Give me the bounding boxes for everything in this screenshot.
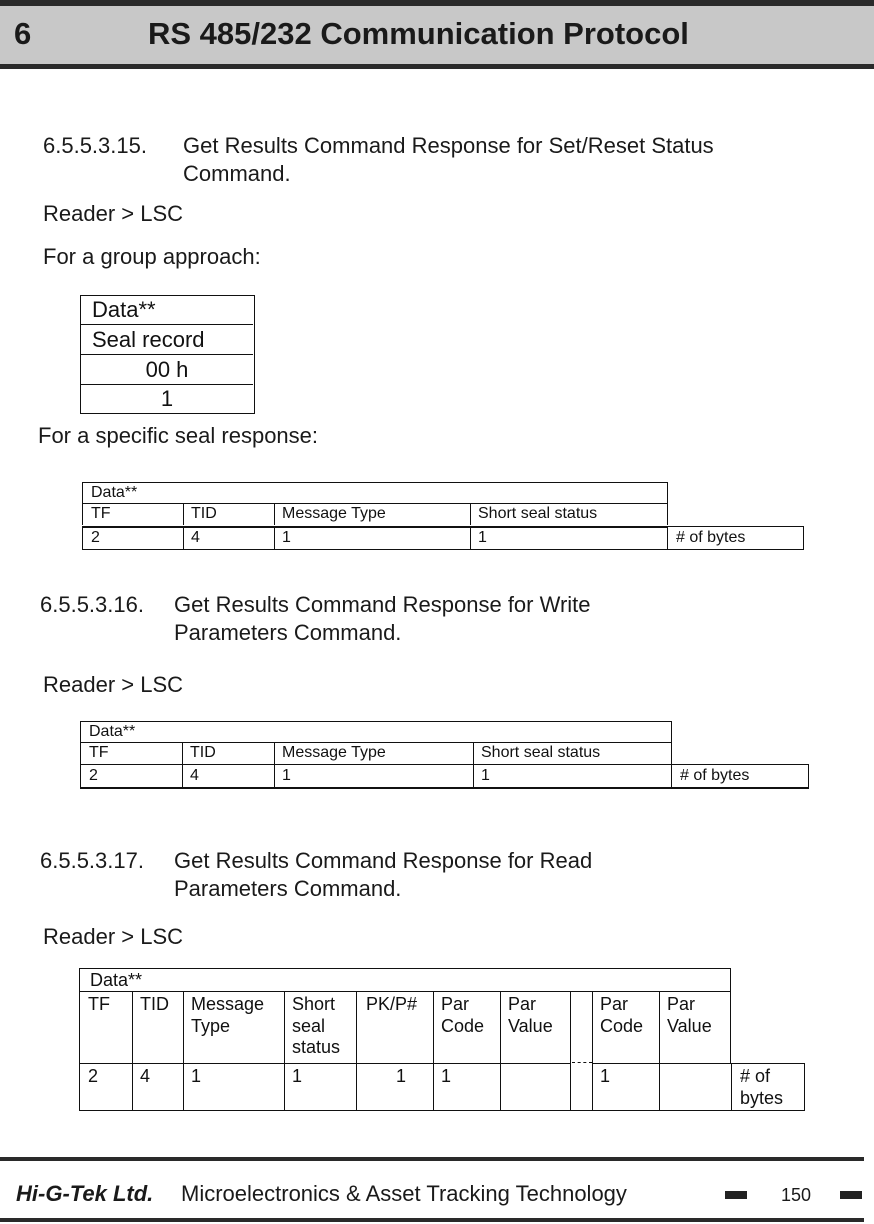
page-header — [0, 6, 874, 66]
bytes-label-cell: # of bytes — [667, 526, 804, 550]
column-header: TID — [183, 503, 275, 525]
value-cell: 1 — [284, 1063, 357, 1111]
value-cell: 1 — [470, 526, 668, 550]
value-cell — [659, 1063, 732, 1111]
column-header — [570, 991, 593, 1063]
column-header: TF — [79, 991, 133, 1063]
section-title-line1: Get Results Command Response for Set/Res… — [183, 133, 714, 158]
direction-label: Reader > LSC — [43, 201, 184, 226]
group-approach-label: For a group approach: — [43, 244, 261, 269]
column-header: TID — [182, 742, 275, 764]
value-cell: 2 — [80, 764, 183, 789]
direction-label: Reader > LSC — [43, 924, 184, 949]
value-cell: 2 — [79, 1063, 133, 1111]
group-table-cell: Data** — [81, 296, 253, 325]
value-cell: 1 — [433, 1063, 501, 1111]
column-header: Message Type — [183, 991, 285, 1063]
column-header: Par Code — [592, 991, 660, 1063]
value-cell: 1 — [183, 1063, 285, 1111]
chapter-number: 6 — [14, 16, 32, 51]
specific-seal-table: Data** TF TID Message Type Short seal st… — [82, 482, 804, 550]
chapter-title: RS 485/232 Communication Protocol — [148, 16, 689, 51]
column-header: TF — [80, 742, 183, 764]
footer-dash-right — [840, 1191, 862, 1199]
direction-label: Reader > LSC — [43, 672, 184, 697]
column-header: Message Type — [274, 742, 474, 764]
header-bottom-rule — [0, 64, 874, 69]
table-header-cell: Data** — [80, 721, 672, 743]
bytes-label-cell: # of bytes — [731, 1063, 805, 1111]
column-header: Short seal status — [284, 991, 357, 1063]
value-cell: 1 — [473, 764, 672, 789]
column-header: Par Code — [433, 991, 501, 1063]
table-header-cell: Data** — [82, 482, 668, 504]
section-title-line1: Get Results Command Response for Read — [174, 848, 593, 873]
gap-separator — [572, 1062, 592, 1063]
page-number: 150 — [781, 1185, 812, 1205]
column-header: PK/P# — [356, 991, 434, 1063]
value-cell: 4 — [132, 1063, 184, 1111]
section-title-line2: Command. — [183, 161, 291, 186]
value-cell: 4 — [182, 764, 275, 789]
column-header: Message Type — [274, 503, 471, 525]
footer-dash-left — [725, 1191, 747, 1199]
value-cell: 2 — [82, 526, 184, 550]
value-cell: 1 — [274, 764, 474, 789]
column-header: Par Value — [500, 991, 571, 1063]
section-title-line1: Get Results Command Response for Write — [174, 592, 591, 617]
group-table-cell: 1 — [160, 386, 174, 411]
value-cell: 1 — [356, 1063, 434, 1111]
column-header: Short seal status — [470, 503, 668, 525]
value-cell — [500, 1063, 571, 1111]
value-cell: 1 — [274, 526, 471, 550]
value-cell: 4 — [183, 526, 275, 550]
footer-tagline: Microelectronics & Asset Tracking Techno… — [181, 1181, 627, 1206]
read-parameters-table: Data** TF TID Message Type Short seal st… — [79, 968, 805, 1111]
group-table-cell: 00 h — [81, 355, 253, 385]
section-number: 6.5.5.3.15. — [43, 133, 147, 158]
footer-company: Hi-G-Tek Ltd. — [16, 1181, 154, 1206]
footer-top-rule — [0, 1157, 864, 1161]
specific-seal-label: For a specific seal response: — [38, 423, 319, 448]
section-number: 6.5.5.3.16. — [40, 592, 144, 617]
table-header-cell: Data** — [79, 968, 731, 992]
column-header: Par Value — [659, 991, 731, 1063]
section-title-line2: Parameters Command. — [174, 876, 402, 901]
value-cell — [570, 1063, 593, 1111]
bytes-label-cell: # of bytes — [671, 764, 809, 789]
write-parameters-table: Data** TF TID Message Type Short seal st… — [80, 721, 809, 789]
header-top-rule — [0, 0, 874, 6]
column-header: Short seal status — [473, 742, 672, 764]
group-table: Data** Seal record 00 h 1 — [80, 295, 255, 414]
column-header: TF — [82, 503, 184, 525]
section-title-line2: Parameters Command. — [174, 620, 402, 645]
column-header: TID — [132, 991, 184, 1063]
footer-bottom-rule — [0, 1218, 864, 1222]
section-number: 6.5.5.3.17. — [40, 848, 144, 873]
value-cell: 1 — [592, 1063, 660, 1111]
group-table-cell: Seal record — [81, 325, 253, 355]
